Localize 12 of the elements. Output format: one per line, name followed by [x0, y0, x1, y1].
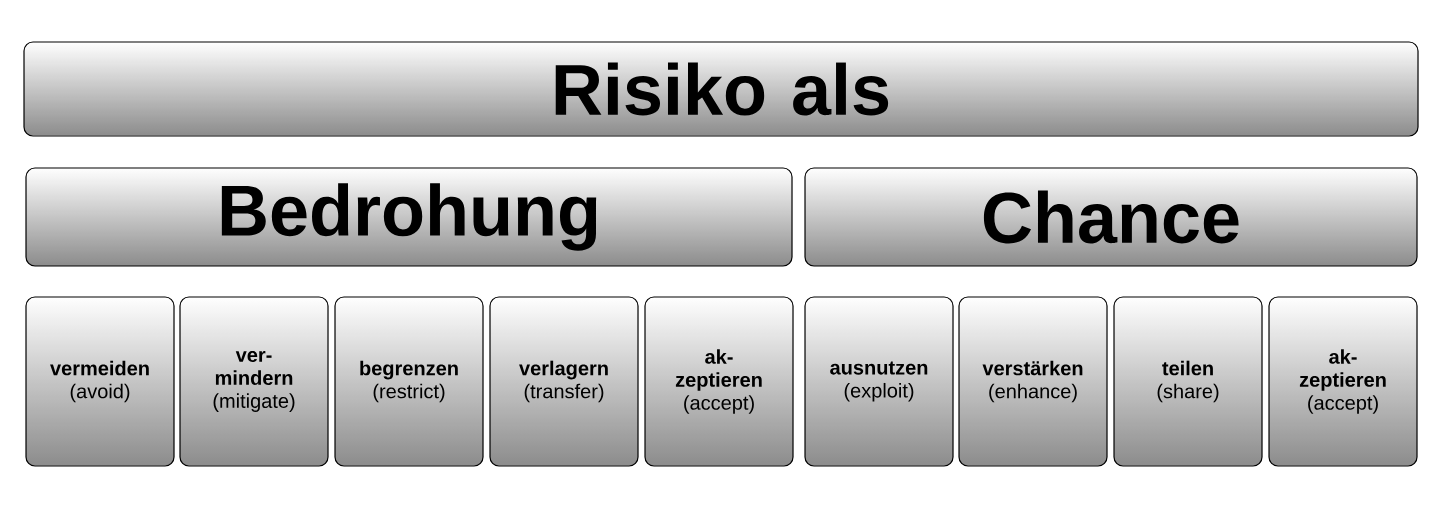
heading-box: Risiko als — [23, 41, 1419, 137]
category-box: Chance — [804, 167, 1418, 267]
strategy-box: teilen (share) — [1113, 296, 1263, 467]
category-box: Bedrohung — [25, 167, 793, 267]
strategy-box: verlagern (transfer) — [489, 296, 639, 467]
strategy-box: begrenzen (restrict) — [334, 296, 484, 467]
strategy-box: ak- zeptieren (accept) — [1268, 296, 1418, 467]
strategy-box: ausnutzen (exploit) — [804, 296, 954, 467]
strategy-box: ak- zeptieren (accept) — [644, 296, 794, 467]
strategy-box: vermeiden (avoid) — [25, 296, 175, 467]
strategy-box: ver- mindern (mitigate) — [179, 296, 329, 467]
strategy-box: verstärken (enhance) — [958, 296, 1108, 467]
